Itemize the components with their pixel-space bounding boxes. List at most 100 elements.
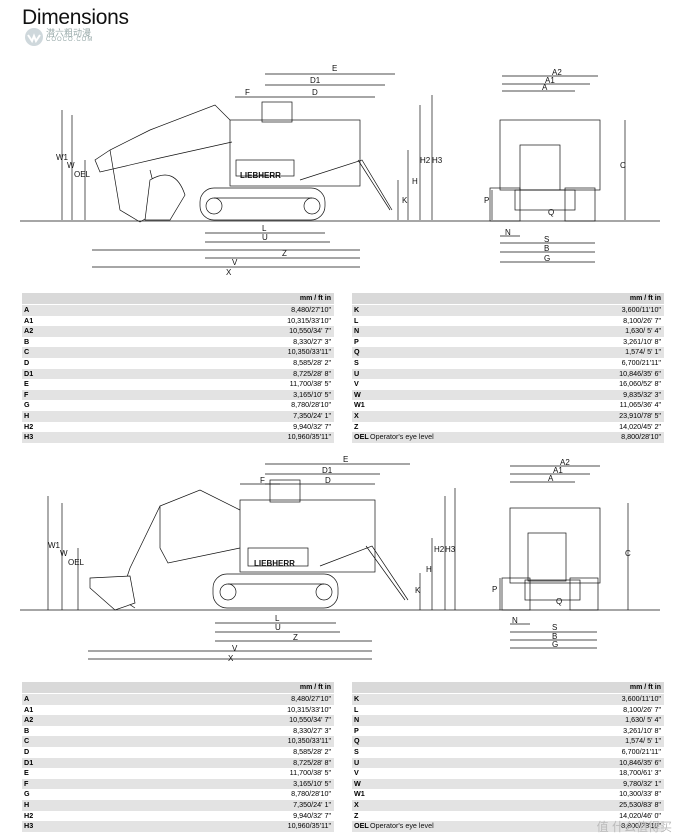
label-S: S [552, 623, 557, 632]
dimension-description [370, 400, 620, 411]
dimension-description [40, 316, 287, 327]
dimension-key: U [354, 757, 360, 767]
dimension-key: K [354, 694, 360, 703]
dimension-key: Z [354, 421, 359, 431]
dimension-value: 25,530/83' 8" [619, 799, 661, 809]
dimension-value: 8,725/28' 8" [293, 368, 331, 378]
table-row: L 8,100/26' 7" [352, 315, 664, 327]
dimension-value: 11,700/38' 5" [289, 379, 331, 389]
dimension-description [40, 694, 291, 705]
brand-logo-1: LIEBHERR [240, 171, 281, 180]
label-V: V [232, 644, 238, 653]
dimension-description [40, 736, 288, 747]
table-row: H2 9,940/32' 7" [22, 421, 334, 433]
dimension-description [40, 768, 290, 779]
label-B: B [552, 632, 557, 641]
dimension-key: W [354, 778, 361, 788]
dimension-description [370, 390, 623, 401]
label-D1: D1 [310, 76, 321, 85]
dimension-description [40, 800, 293, 811]
dimension-value: 23,910/78' 5" [619, 410, 661, 420]
dimension-description [370, 789, 619, 800]
dimension-key: A [24, 305, 30, 314]
label-C: C [620, 161, 626, 170]
label-L: L [275, 614, 280, 623]
dimension-value: 3,600/11'10" [621, 694, 661, 703]
label-H3: H3 [445, 545, 456, 554]
dimension-description [40, 789, 291, 800]
dimension-value: 6,700/21'11" [621, 357, 661, 367]
table-row: K 3,600/11'10" [352, 694, 664, 705]
label-Z: Z [293, 633, 298, 642]
dimension-value: 14,020/45' 2" [619, 421, 661, 431]
dimension-key: L [354, 315, 359, 325]
dimension-key: OEL [354, 821, 369, 831]
dimension-value: 8,480/27'10" [291, 305, 331, 314]
watermark-subtext: COOCO.COM [46, 37, 94, 43]
label-F: F [260, 476, 265, 485]
label-P: P [484, 196, 489, 205]
dimension-value: 3,165/10' 5" [293, 778, 331, 788]
dimension-key: U [354, 368, 360, 378]
label-E: E [332, 64, 337, 73]
dimension-description [370, 811, 619, 822]
table-row: W 9,780/32' 1" [352, 778, 664, 790]
dimension-value: 11,700/38' 5" [289, 768, 331, 778]
dimension-key: N [354, 715, 360, 725]
dimension-value: 8,725/28' 8" [293, 757, 331, 767]
dimension-description [40, 347, 288, 358]
label-H: H [412, 177, 418, 186]
dimension-key: A2 [24, 326, 34, 336]
dimension-value: 1,630/ 5' 4" [625, 326, 661, 336]
label-OEL: OEL [68, 558, 85, 567]
label-W: W [67, 161, 75, 170]
dimension-key: E [24, 768, 29, 778]
dimension-value: 9,940/32' 7" [293, 421, 331, 431]
table-row: E 11,700/38' 5" [22, 768, 334, 779]
dimension-description [370, 705, 623, 716]
dimension-description [40, 369, 293, 380]
label-D: D [325, 476, 331, 485]
dimension-value: 8,100/26' 7" [623, 315, 661, 325]
table-header: mm / ft in [22, 293, 334, 305]
dimension-value: 9,780/32' 1" [623, 778, 661, 788]
excavator-drawing-1: E D1 D F W1 W OEL H H2 H3 K L U Z V X A2… [20, 64, 660, 277]
dimension-value: 10,550/34' 7" [289, 326, 331, 336]
dimension-value: 1,574/ 5' 1" [625, 736, 661, 746]
dimension-value: 16,060/52' 8" [619, 379, 661, 389]
label-D1: D1 [322, 466, 333, 475]
dimension-value: 10,315/33'10" [287, 704, 331, 714]
dimension-key: H3 [24, 821, 34, 831]
dimension-description [40, 726, 293, 737]
dimension-description [370, 347, 625, 358]
dimension-key: H2 [24, 421, 34, 431]
dimension-key: Q [354, 347, 360, 357]
table-header: mm / ft in [22, 682, 334, 694]
dimension-description [40, 715, 289, 726]
dimension-value: 8,480/27'10" [291, 694, 331, 703]
dimension-description [370, 779, 623, 790]
dimension-value: 10,960/35'11" [287, 432, 331, 442]
label-K: K [402, 196, 408, 205]
dimension-key: Z [354, 810, 359, 820]
dimension-description [370, 411, 619, 422]
dimension-value: 3,600/11'10" [621, 305, 661, 314]
dimension-value: 18,700/61' 3" [619, 768, 661, 778]
dimension-value: 8,330/27' 3" [293, 336, 331, 346]
dimension-key: E [24, 379, 29, 389]
